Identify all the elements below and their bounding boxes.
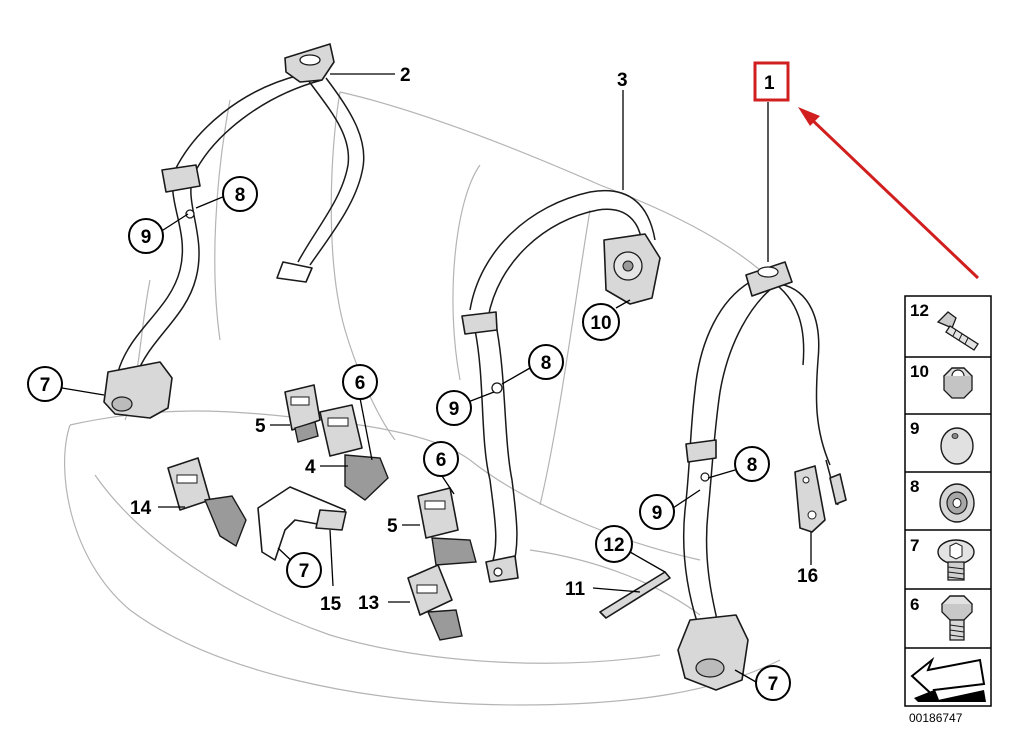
svg-text:8: 8 [541,353,552,374]
fastener-legend: 12 10 9 8 [904,295,992,707]
callout-14: 14 [130,498,152,519]
callout-16: 16 [797,566,818,587]
svg-text:8: 8 [910,477,919,496]
callout-6-left: 6 [342,364,378,400]
buckle-4-6-left [319,404,389,501]
diagram-code: 00186747 [909,711,963,725]
center-seat-belt [461,189,661,583]
svg-text:12: 12 [603,535,624,556]
svg-text:10: 10 [590,313,611,334]
svg-text:8: 8 [235,185,246,206]
callout-9-center: 9 [436,390,472,426]
svg-text:12: 12 [910,301,929,320]
callout-9-left: 9 [128,218,164,254]
svg-text:14: 14 [130,498,152,519]
svg-text:9: 9 [910,419,919,438]
svg-text:2: 2 [400,65,411,86]
callout-9-right: 9 [639,494,675,530]
red-highlight-arrow [798,107,980,280]
svg-text:4: 4 [305,457,316,478]
svg-text:7: 7 [40,375,51,396]
svg-text:3: 3 [617,70,628,91]
buckle-5-left [284,384,321,443]
left-seat-belt [103,43,365,419]
buckle-5-center [417,487,477,566]
svg-text:16: 16 [797,566,818,587]
legend-row-12: 12 [910,301,979,351]
buckle-13 [407,564,463,641]
callout-15: 15 [320,594,342,615]
svg-text:7: 7 [768,674,779,695]
hex-bolt-icon [941,595,973,641]
svg-text:13: 13 [358,593,379,614]
screw-icon [936,311,979,351]
svg-text:6: 6 [910,595,919,614]
callout-12: 12 [595,525,633,563]
callout-5-left: 5 [255,416,266,437]
right-seat-belt [677,261,847,691]
svg-text:10: 10 [910,362,929,381]
legend-row-7: 7 [910,536,975,581]
catalog-arrow-icon [910,656,986,702]
callout-7-buckle: 7 [286,552,322,588]
callout-7-right: 7 [755,665,791,701]
svg-text:7: 7 [910,536,919,555]
bracket-11 [599,571,671,619]
callout-1-highlighted: 1 [753,61,790,102]
callout-5-center: 5 [387,516,398,537]
svg-text:8: 8 [747,455,758,476]
callout-8-left: 8 [222,176,258,212]
callout-10-center: 10 [582,303,620,341]
svg-text:5: 5 [255,416,266,437]
svg-text:5: 5 [387,516,398,537]
svg-text:00186747: 00186747 [909,711,963,725]
callout-11: 11 [565,579,586,600]
legend-row-9: 9 [910,419,974,465]
buckle-14 [167,457,247,548]
svg-text:7: 7 [299,561,310,582]
legend-row-10: 10 [910,362,973,399]
svg-text:15: 15 [320,594,342,615]
callout-3: 3 [617,70,628,91]
svg-text:6: 6 [355,373,366,394]
hex-nut-icon [943,367,973,399]
callout-6-center: 6 [423,441,459,477]
callout-8-center: 8 [528,344,564,380]
svg-text:9: 9 [141,227,152,248]
washer-icon [939,483,975,523]
buckle-strap-15 [257,486,347,561]
svg-text:11: 11 [565,579,586,600]
svg-text:6: 6 [436,450,447,471]
callout-7-left: 7 [27,366,63,402]
callout-8-right: 8 [734,446,770,482]
svg-text:9: 9 [652,503,663,524]
torx-bolt-icon [937,539,975,581]
svg-text:1: 1 [764,73,775,94]
callout-2: 2 [400,65,411,86]
belt-guide-part [794,465,826,533]
spacer-bushing-icon [940,427,974,465]
leader-lines [61,73,812,683]
legend-row-6: 6 [910,595,973,641]
rear-seat-outline [64,91,781,706]
legend-row-8: 8 [910,477,975,523]
callout-4: 4 [305,457,316,478]
callout-13: 13 [358,593,379,614]
svg-text:9: 9 [449,399,460,420]
